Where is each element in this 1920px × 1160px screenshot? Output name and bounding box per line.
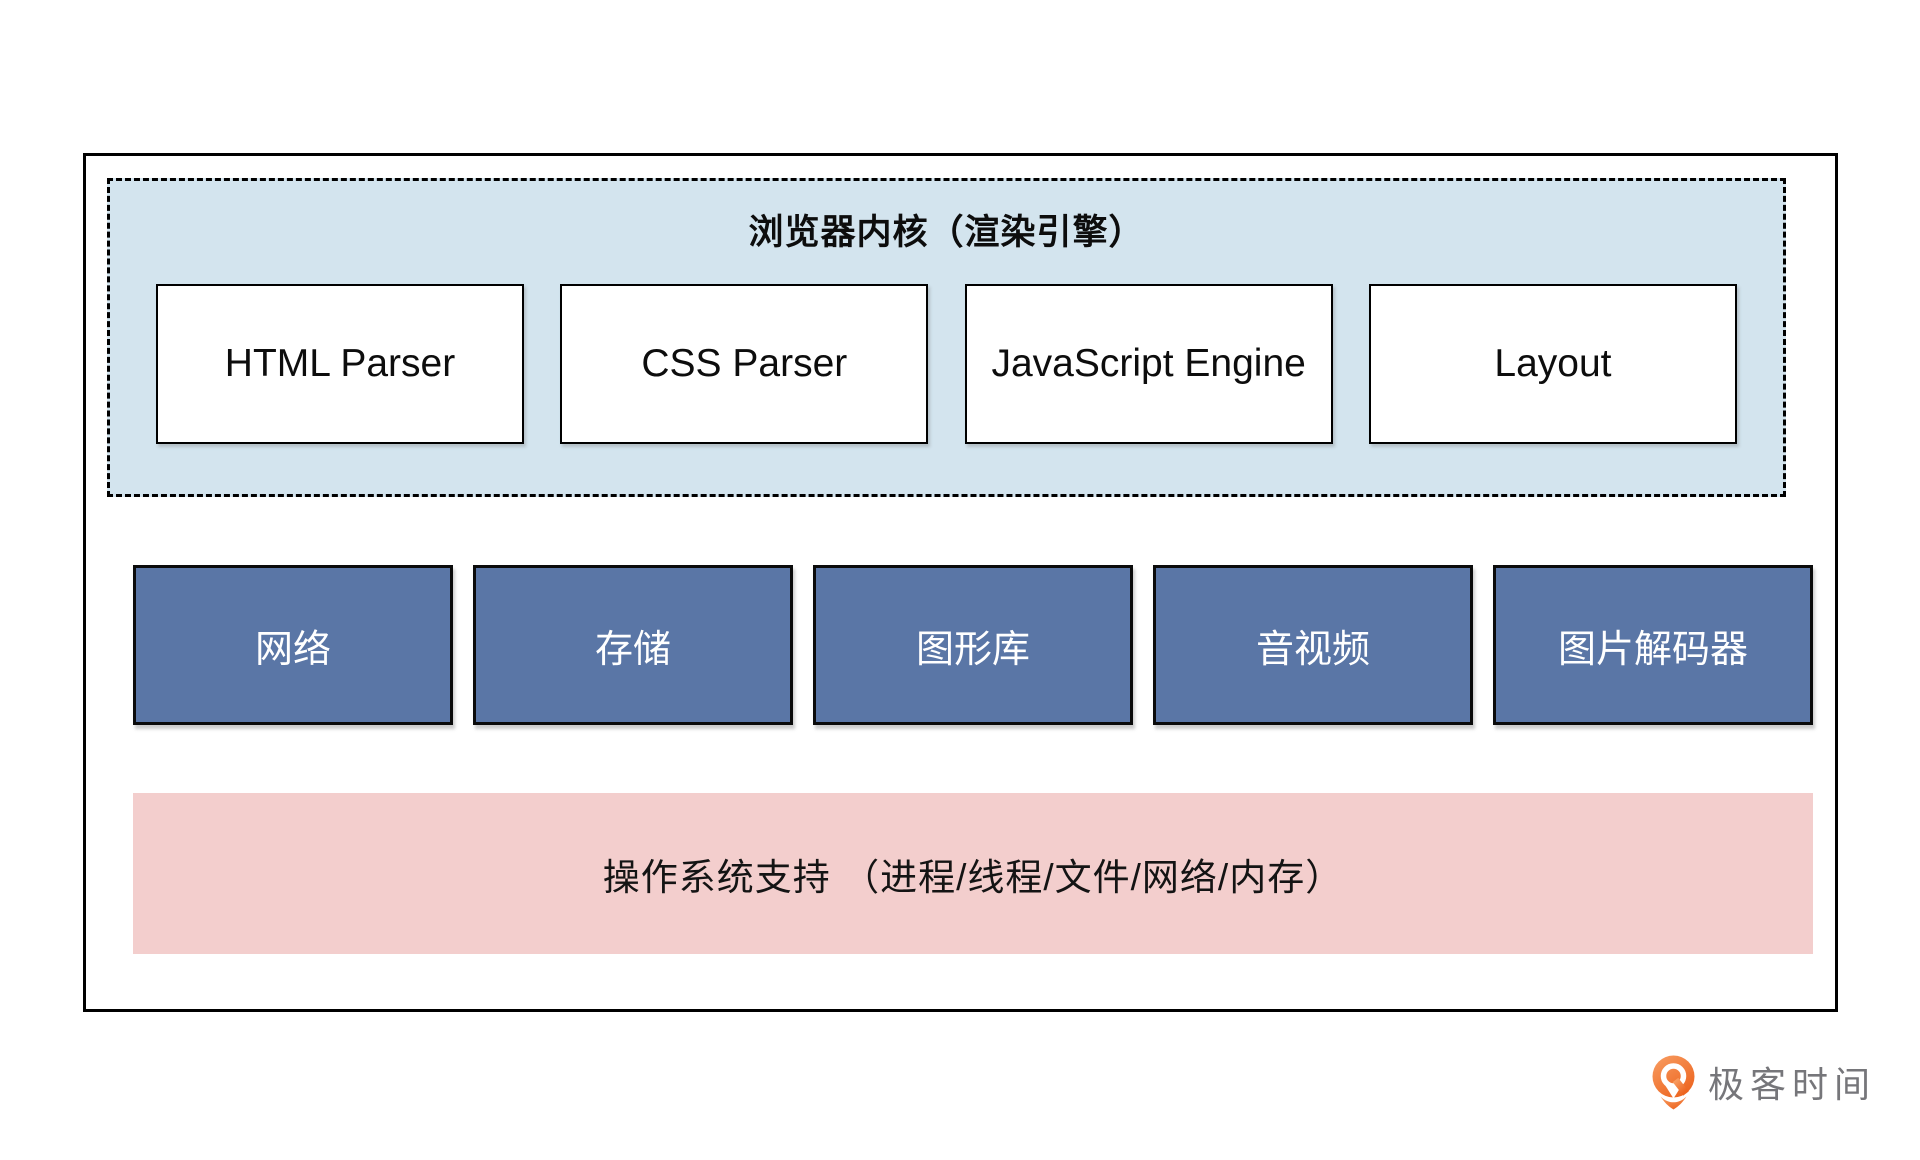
module-storage: 存储 xyxy=(473,565,793,725)
diagram-frame: 浏览器内核（渲染引擎） HTML Parser CSS Parser JavaS… xyxy=(83,153,1838,1012)
module-javascript-engine: JavaScript Engine xyxy=(964,284,1333,445)
geektime-pin-icon xyxy=(1652,1055,1695,1109)
module-audio-video: 音视频 xyxy=(1153,565,1473,725)
browser-kernel-section: 浏览器内核（渲染引擎） HTML Parser CSS Parser JavaS… xyxy=(107,178,1786,497)
geektime-logo-text: 极客时间 xyxy=(1708,1064,1877,1105)
module-layout: Layout xyxy=(1368,284,1737,445)
module-html-parser: HTML Parser xyxy=(156,284,524,445)
module-css-parser: CSS Parser xyxy=(560,284,929,445)
module-network: 网络 xyxy=(133,565,453,725)
platform-modules-row: 网络 存储 图形库 音视频 图片解码器 xyxy=(133,565,1813,725)
kernel-modules-row: HTML Parser CSS Parser JavaScript Engine… xyxy=(110,284,1783,445)
kernel-title: 浏览器内核（渲染引擎） xyxy=(748,213,1145,252)
os-support-bar: 操作系统支持 （进程/线程/文件/网络/内存） xyxy=(133,793,1813,954)
module-image-decoder: 图片解码器 xyxy=(1493,565,1813,725)
module-graphics-library: 图形库 xyxy=(813,565,1133,725)
geektime-logo: 极客时间 xyxy=(1650,1052,1876,1112)
